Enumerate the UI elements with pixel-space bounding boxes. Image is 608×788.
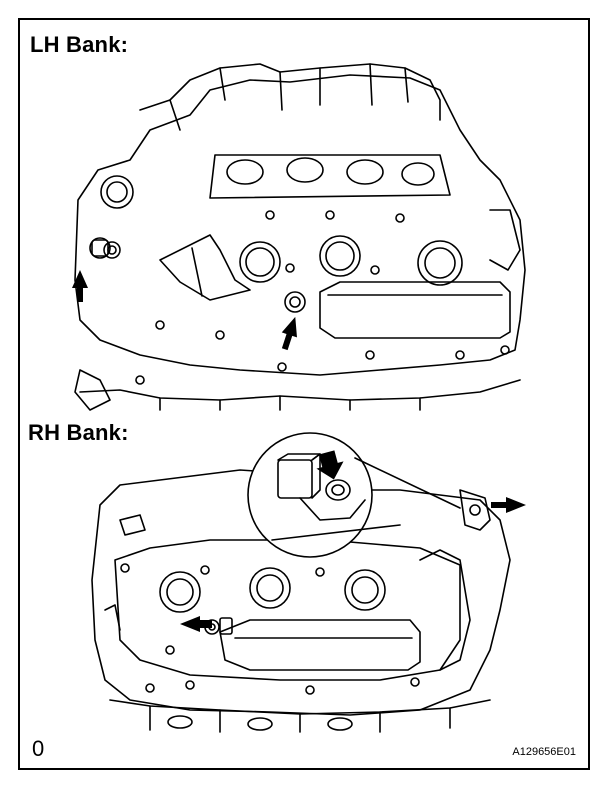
corner-mark: 0 — [32, 736, 45, 761]
pointer-arrow-icon — [491, 497, 526, 513]
rh-bank-label: RH Bank: — [28, 420, 129, 445]
pointer-arrow-icon — [180, 616, 212, 632]
pointer-arrow-icon — [316, 450, 344, 480]
pointer-arrow-icon — [72, 270, 88, 302]
pointer-arrow-icon — [281, 316, 297, 351]
lh-bank-engine-illustration — [72, 63, 526, 733]
figure-id: A129656E01 — [512, 746, 576, 758]
lh-bank-label: LH Bank: — [30, 32, 129, 57]
diagram-frame: LH Bank: RH Bank: 0 A129656E01 — [18, 18, 590, 770]
